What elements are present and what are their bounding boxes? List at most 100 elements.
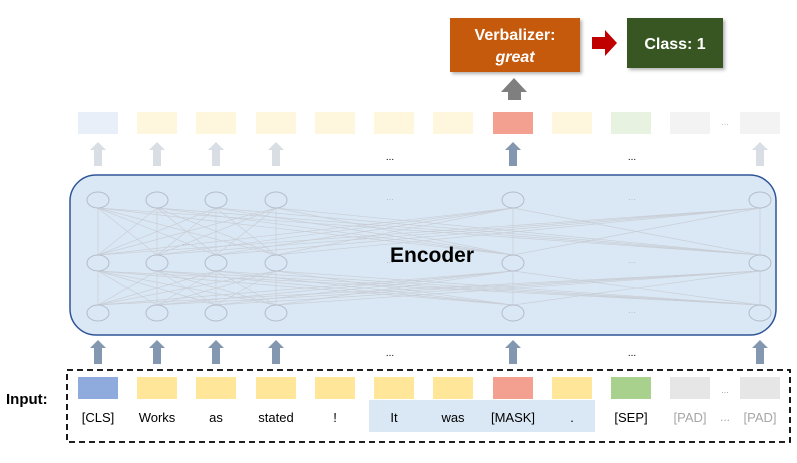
input-token-label-4: stated — [258, 410, 293, 425]
encoder-connection — [156, 270, 761, 306]
input-token-box-11 — [670, 377, 710, 399]
output-token-box-9 — [552, 112, 592, 134]
input-token-label-3: as — [209, 410, 223, 425]
encoder-connection — [275, 207, 514, 256]
input-token-label-1: [CLS] — [82, 410, 115, 425]
input-token-label-5: ! — [333, 410, 337, 425]
input-token-label-9: . — [570, 410, 574, 425]
encoder-node — [86, 304, 110, 322]
input-token-box-10 — [611, 377, 651, 399]
encoder-node — [748, 191, 772, 209]
encoder-connection — [156, 207, 514, 256]
input-token-box-3 — [196, 377, 236, 399]
encoder-ellipsis-2: ... — [628, 192, 636, 202]
output-arrow-1 — [90, 142, 106, 166]
input-token-label-6: It — [390, 410, 398, 425]
encoder-connection — [156, 207, 761, 256]
encoder-connection — [97, 270, 761, 306]
output-token-box-1 — [78, 112, 118, 134]
input-arrow-8 — [505, 340, 521, 364]
output-arrow-ellipsis-1: ... — [386, 152, 394, 163]
input-token-box-8 — [493, 377, 533, 399]
encoder-ellipsis-3: ... — [182, 237, 190, 247]
input-token-label-2: Works — [139, 410, 176, 425]
output-pad-ellipsis: ... — [721, 117, 729, 127]
output-arrow-12 — [752, 142, 768, 166]
encoder-connection — [275, 270, 514, 306]
input-token-box-2 — [137, 377, 177, 399]
input-token-box-12 — [740, 377, 780, 399]
encoder-connection — [215, 270, 514, 306]
encoder-connection — [275, 207, 761, 256]
encoder-node — [264, 191, 288, 209]
encoder-connection — [215, 270, 761, 306]
encoder-ellipsis-4: ... — [386, 255, 394, 265]
verbalizer-word: great — [494, 49, 535, 66]
template-highlight — [369, 400, 595, 432]
input-arrow-2 — [149, 340, 165, 364]
encoder-node — [501, 304, 525, 322]
encoder-node — [86, 191, 110, 209]
encoder-node — [748, 254, 772, 272]
class-box: Class: 1 — [627, 18, 723, 68]
encoder-connection — [97, 207, 217, 256]
output-token-box-8 — [493, 112, 533, 134]
verbalizer-title: Verbalizer: — [475, 27, 556, 44]
output-token-box-7 — [433, 112, 473, 134]
input-token-label-12: [PAD] — [744, 410, 777, 425]
encoder-connection — [156, 270, 514, 306]
verbalizer-to-class-arrow — [592, 30, 617, 56]
encoder-ellipsis-5: ... — [628, 255, 636, 265]
encoder-node — [204, 191, 228, 209]
pad-ellipsis-top: ... — [721, 385, 729, 395]
encoder-connection — [97, 207, 158, 256]
input-token-box-5 — [315, 377, 355, 399]
encoder-network: .................. — [86, 191, 772, 322]
encoder-node — [748, 304, 772, 322]
encoder-connection — [97, 270, 514, 306]
encoder-connection — [215, 207, 514, 256]
input-token-box-1 — [78, 377, 118, 399]
input-label: Input: — [6, 391, 48, 408]
output-token-box-4 — [256, 112, 296, 134]
input-arrow-1 — [90, 340, 106, 364]
input-block: [CLS] Works as stated! It was [MASK]. [SEP] [PAD… — [66, 369, 791, 443]
output-token-box-3 — [196, 112, 236, 134]
input-token-box-7 — [433, 377, 473, 399]
input-arrow-12 — [752, 340, 768, 364]
encoder-connection — [97, 207, 277, 256]
encoder-node — [204, 304, 228, 322]
encoder-node — [86, 254, 110, 272]
output-arrow-row — [90, 142, 768, 166]
input-token-label-7: was — [440, 410, 465, 425]
input-token-label-11: [PAD] — [674, 410, 707, 425]
pad-ellipsis-bottom: ... — [720, 410, 730, 424]
encoder-connection — [156, 207, 277, 256]
encoder-connection — [97, 270, 158, 306]
input-arrow-ellipsis-1: ... — [386, 348, 394, 359]
encoder-connection — [97, 207, 761, 256]
encoder-node — [145, 191, 169, 209]
encoder-node — [145, 254, 169, 272]
output-arrow-2 — [149, 142, 165, 166]
encoder-block: .................. Encoder — [69, 174, 777, 336]
input-token-label-10: [SEP] — [614, 410, 647, 425]
output-token-box-5 — [315, 112, 355, 134]
encoder-node — [204, 254, 228, 272]
encoder-connection — [275, 270, 761, 306]
output-arrow-ellipsis-2: ... — [628, 152, 636, 163]
output-token-box-12 — [740, 112, 780, 134]
output-token-box-6 — [374, 112, 414, 134]
encoder-connection — [97, 270, 277, 306]
encoder-connection — [215, 207, 761, 256]
mask-to-verbalizer-arrow — [501, 78, 527, 100]
input-token-box-9 — [552, 377, 592, 399]
encoder-connection — [215, 270, 277, 306]
output-token-box-10 — [611, 112, 651, 134]
input-token-label-8: [MASK] — [491, 410, 535, 425]
class-label: Class: 1 — [644, 36, 705, 53]
encoder-connection — [97, 207, 514, 256]
encoder-label: Encoder — [390, 244, 474, 267]
input-token-row: [CLS] Works as stated! It was [MASK]. [SEP] [PAD… — [78, 377, 780, 425]
